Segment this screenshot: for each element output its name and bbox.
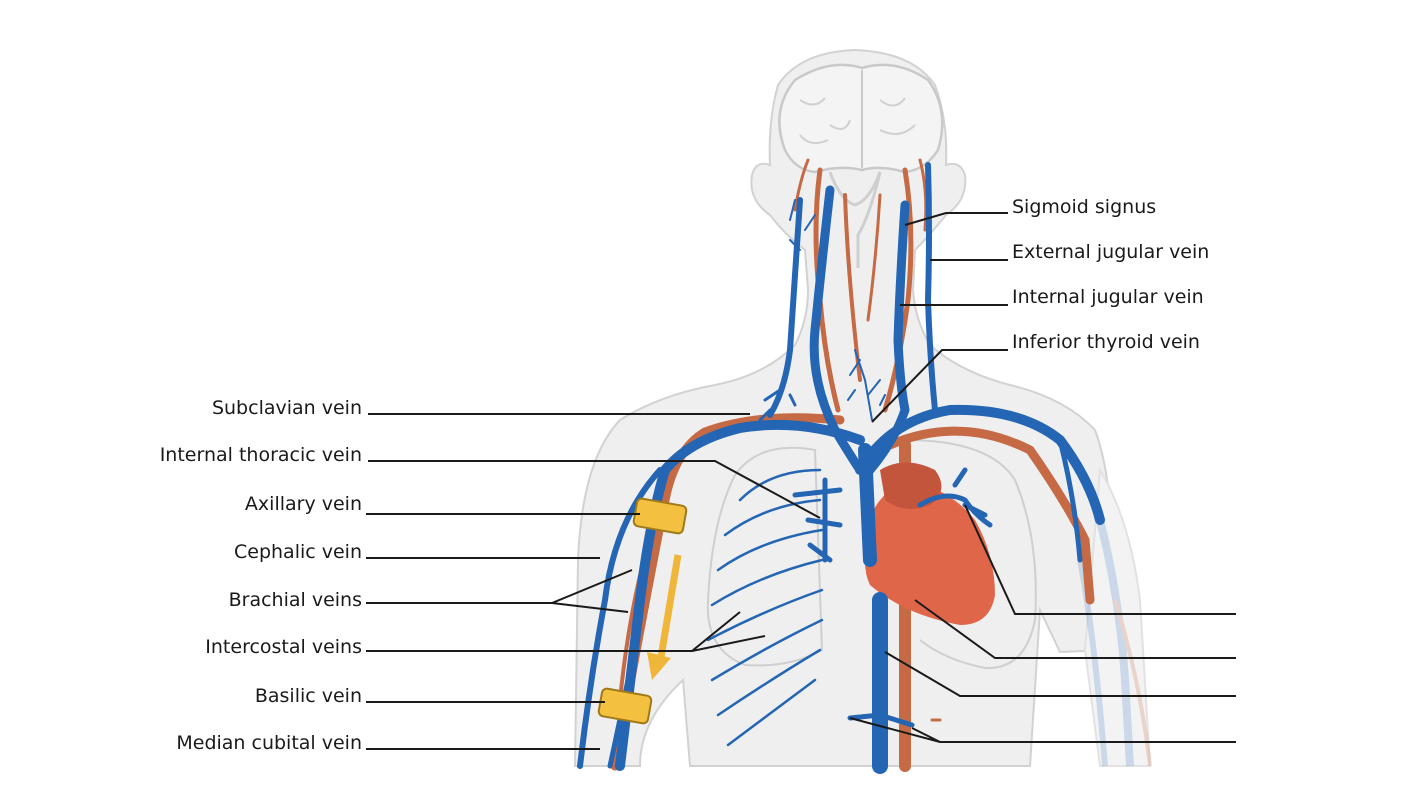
label-internal-jugular-vein: Internal jugular vein [1012,286,1204,308]
label-internal-thoracic-vein: Internal thoracic vein [160,444,362,466]
label-intercostal-veins: Intercostal veins [205,636,362,658]
labels-left: Subclavian vein Internal thoracic vein A… [160,397,362,754]
heart-atrium [880,463,941,510]
label-basilic-vein: Basilic vein [255,685,362,707]
label-sigmoid-signus: Sigmoid signus [1012,196,1156,218]
label-median-cubital-vein: Median cubital vein [176,732,362,754]
label-cephalic-vein: Cephalic vein [234,541,362,563]
label-brachial-veins: Brachial veins [229,589,362,611]
label-subclavian-vein: Subclavian vein [212,397,362,419]
labels-right: Sigmoid signus External jugular vein Int… [1012,196,1209,353]
label-external-jugular-vein: External jugular vein [1012,241,1209,263]
label-inferior-thyroid-vein: Inferior thyroid vein [1012,331,1200,353]
label-axillary-vein: Axillary vein [245,493,362,515]
